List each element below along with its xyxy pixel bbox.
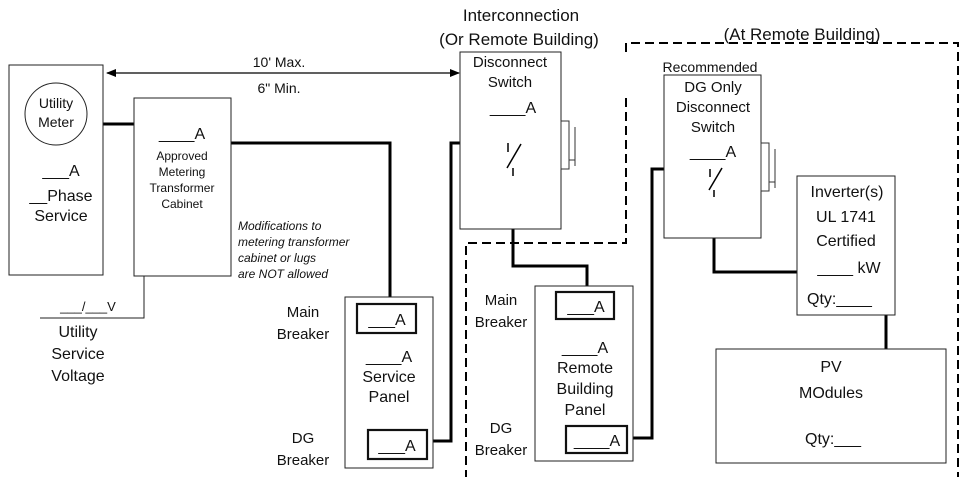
remote-dg-breaker-amps: ____A [573, 433, 621, 450]
dg-disconnect-blade [708, 167, 723, 191]
note-line-2: metering transformer [238, 235, 350, 249]
cabinet-label-2: Metering [159, 165, 206, 179]
service-main-label-1: Main [287, 304, 320, 321]
inverter-kw: ____ kW [816, 260, 881, 277]
dg-disconnect-label-1: DG Only [684, 79, 742, 96]
remote-building-boundary [465, 42, 959, 477]
disconnect-label-2: Switch [488, 74, 532, 91]
pv-label-2: MOdules [799, 385, 863, 402]
note-line-4: are NOT allowed [238, 267, 328, 281]
utility-meter-circle [24, 82, 88, 146]
voltage-value: ___/___V [59, 299, 116, 314]
remote-main-breaker-amps: ___A [566, 299, 605, 316]
interconnection-sub-label: (Or Remote Building) [439, 30, 599, 49]
service-dg-label-1: DG [292, 430, 315, 447]
pv-qty: Qty:___ [805, 431, 862, 448]
inverter-box [796, 175, 896, 316]
meter-label-2: Meter [38, 114, 74, 130]
service-panel-label-2: Panel [369, 389, 410, 406]
voltage-lead [40, 276, 145, 319]
min-distance-label: 6" Min. [257, 80, 300, 96]
recommended-label: Recommended [663, 59, 758, 75]
meter-service: Service [34, 208, 87, 225]
disconnect-label-1: Disconnect [473, 54, 548, 71]
remote-panel-label-3: Panel [565, 402, 606, 419]
voltage-label-2: Service [51, 346, 104, 363]
remote-building-label: (At Remote Building) [724, 25, 881, 44]
disconnect-switch-blade [506, 143, 522, 169]
wire-cabinet-to-service-panel [231, 141, 392, 304]
cabinet-label-3: Transformer [150, 181, 215, 195]
interconnection-label: Interconnection [463, 6, 579, 25]
service-main-label-2: Breaker [277, 326, 330, 343]
meter-label-1: Utility [39, 95, 73, 111]
service-main-breaker-amps: ___A [367, 312, 406, 329]
remote-dg-label-1: DG [490, 420, 513, 437]
inverter-label-2: UL 1741 [816, 209, 876, 226]
service-main-breaker [355, 302, 418, 335]
dg-disconnect-label-3: Switch [691, 119, 735, 136]
remote-panel-label-2: Building [557, 381, 614, 398]
remote-dg-label-2: Breaker [475, 442, 528, 459]
cabinet-amps: ____A [158, 126, 206, 143]
note-line-3: cabinet or lugs [238, 251, 316, 265]
remote-panel-label-1: Remote [557, 360, 613, 377]
remote-main-label-2: Breaker [475, 314, 528, 331]
max-distance-label: 10' Max. [253, 54, 305, 70]
inverter-qty: Qty:____ [807, 291, 873, 308]
inverter-label-3: Certified [816, 233, 876, 250]
inverter-label-1: Inverter(s) [811, 184, 884, 201]
service-panel-label-1: Service [362, 369, 415, 386]
disconnect-handle [560, 120, 570, 170]
service-panel-amps: ____A [365, 349, 413, 366]
remote-panel-amps: ____A [561, 340, 609, 357]
meter-phase: __Phase [28, 188, 92, 205]
remote-main-label-1: Main [485, 292, 518, 309]
service-dg-label-2: Breaker [277, 452, 330, 469]
voltage-label-3: Voltage [51, 368, 104, 385]
note-line-1: Modifications to [238, 219, 322, 233]
service-dg-breaker-amps: ___A [377, 438, 416, 455]
pv-modules-box [715, 348, 947, 464]
remote-main-breaker [554, 290, 616, 321]
service-dg-breaker [366, 428, 429, 461]
remote-dg-breaker [564, 424, 629, 455]
metering-cabinet-box [133, 97, 232, 277]
dg-disconnect-handle [760, 142, 770, 192]
dg-disconnect-label-2: Disconnect [676, 99, 751, 116]
meter-amps: ___A [41, 163, 80, 180]
voltage-label-1: Utility [58, 324, 97, 341]
cabinet-label-1: Approved [156, 149, 207, 163]
dg-disconnect-amps: ____A [689, 144, 737, 161]
dg-disconnect-box [663, 74, 762, 239]
cabinet-label-4: Cabinet [161, 197, 203, 211]
pv-label-1: PV [820, 359, 842, 376]
disconnect-amps: ____A [489, 100, 537, 117]
